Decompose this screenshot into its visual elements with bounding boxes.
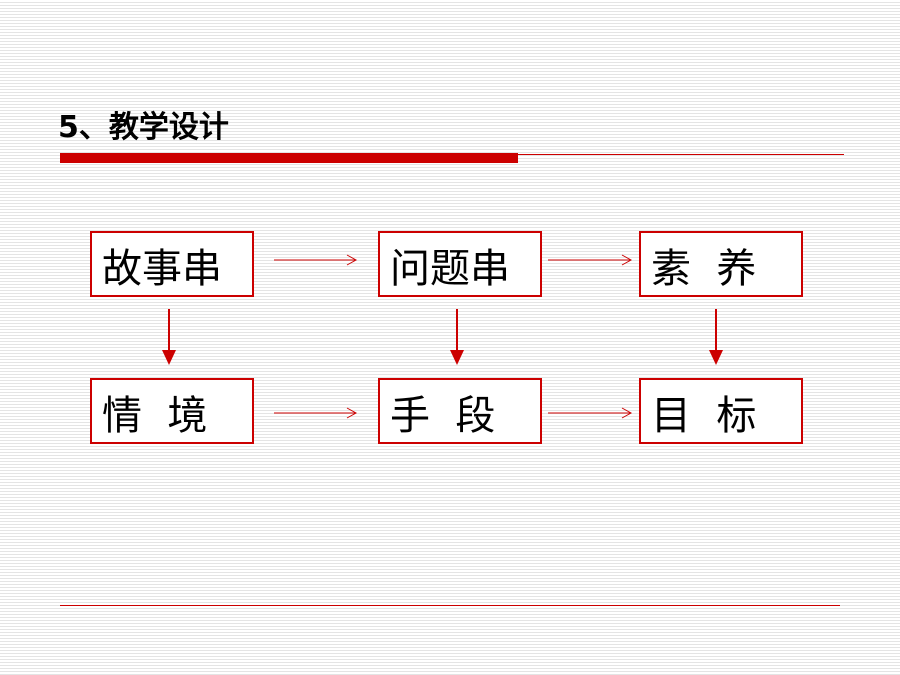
node-label-means: 手 段 xyxy=(390,393,496,439)
arrowhead-question-to-literacy xyxy=(621,254,633,266)
node-label-situation: 情 境 xyxy=(102,393,208,439)
footer-divider xyxy=(60,605,840,606)
arrowhead-literacy-to-goal xyxy=(709,350,723,365)
node-story-chain: 故事串 xyxy=(90,231,254,297)
node-label-story-chain: 故事串 xyxy=(102,246,222,292)
arrowhead-question-to-means xyxy=(450,350,464,365)
title-underline-thin xyxy=(518,154,844,155)
title-underline-thick xyxy=(60,153,518,163)
node-label-goal: 目 标 xyxy=(651,393,757,439)
node-literacy: 素 养 xyxy=(639,231,803,297)
node-label-question-chain: 问题串 xyxy=(390,246,510,292)
node-question-chain: 问题串 xyxy=(378,231,542,297)
arrowhead-story-to-question xyxy=(346,254,358,266)
node-goal: 目 标 xyxy=(639,378,803,444)
arrowhead-situation-to-means xyxy=(346,407,358,419)
arrowhead-means-to-goal xyxy=(621,407,633,419)
node-situation: 情 境 xyxy=(90,378,254,444)
node-means: 手 段 xyxy=(378,378,542,444)
slide-title: 5、教学设计 xyxy=(58,110,229,145)
arrowhead-story-to-situation xyxy=(162,350,176,365)
node-label-literacy: 素 养 xyxy=(651,246,757,292)
